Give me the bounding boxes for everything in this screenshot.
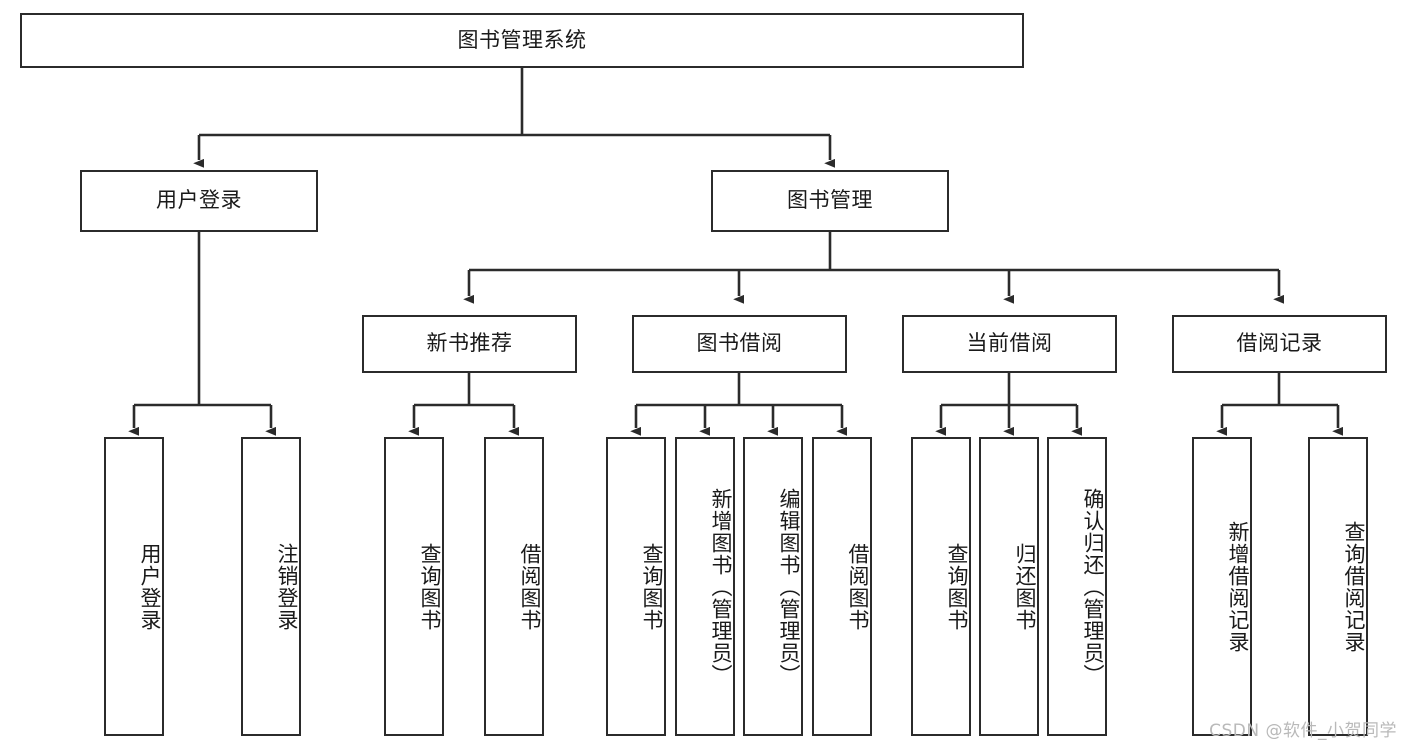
node-leaf-user-login-label: 用户登录 — [138, 542, 162, 631]
node-leaf-confirm-return-admin[interactable]: 确认归还（管理员） — [1047, 437, 1107, 736]
node-leaf-query-book-2[interactable]: 查询图书 — [606, 437, 666, 736]
node-book-management-label: 图书管理 — [787, 188, 873, 213]
node-current-borrow-label: 当前借阅 — [966, 331, 1053, 356]
node-current-borrow[interactable]: 当前借阅 — [902, 315, 1117, 373]
node-borrow-record[interactable]: 借阅记录 — [1172, 315, 1387, 373]
node-borrow-record-label: 借阅记录 — [1236, 331, 1323, 356]
node-new-book-recommend[interactable]: 新书推荐 — [362, 315, 577, 373]
node-leaf-query-book-1[interactable]: 查询图书 — [384, 437, 444, 736]
node-root-label: 图书管理系统 — [457, 27, 587, 52]
node-leaf-add-book-admin-label: 新增图书（管理员） — [709, 487, 733, 686]
node-leaf-add-borrow-record[interactable]: 新增借阅记录 — [1192, 437, 1252, 736]
node-leaf-borrow-book-1-label: 借阅图书 — [518, 542, 542, 631]
node-leaf-query-book-3-label: 查询图书 — [945, 542, 969, 631]
node-leaf-query-book-3[interactable]: 查询图书 — [911, 437, 971, 736]
node-leaf-return-book[interactable]: 归还图书 — [979, 437, 1039, 736]
node-leaf-borrow-book-1[interactable]: 借阅图书 — [484, 437, 544, 736]
node-new-book-recommend-label: 新书推荐 — [426, 331, 513, 356]
node-leaf-borrow-book-2[interactable]: 借阅图书 — [812, 437, 872, 736]
node-leaf-add-borrow-record-label: 新增借阅记录 — [1226, 520, 1250, 653]
node-leaf-user-login[interactable]: 用户登录 — [104, 437, 164, 736]
node-leaf-add-book-admin[interactable]: 新增图书（管理员） — [675, 437, 735, 736]
node-user-login-label: 用户登录 — [156, 188, 242, 213]
node-book-borrow[interactable]: 图书借阅 — [632, 315, 847, 373]
node-leaf-return-book-label: 归还图书 — [1013, 542, 1037, 631]
node-leaf-borrow-book-2-label: 借阅图书 — [846, 542, 870, 631]
node-book-borrow-label: 图书借阅 — [696, 331, 783, 356]
node-leaf-query-book-1-label: 查询图书 — [418, 542, 442, 631]
watermark: CSDN @软件_小贺同学 — [1209, 721, 1397, 741]
node-leaf-confirm-return-admin-label: 确认归还（管理员） — [1081, 487, 1105, 686]
node-leaf-logout[interactable]: 注销登录 — [241, 437, 301, 736]
node-leaf-edit-book-admin[interactable]: 编辑图书（管理员） — [743, 437, 803, 736]
node-book-management[interactable]: 图书管理 — [711, 170, 949, 232]
node-leaf-query-borrow-record[interactable]: 查询借阅记录 — [1308, 437, 1368, 736]
node-root[interactable]: 图书管理系统 — [20, 13, 1024, 68]
node-leaf-edit-book-admin-label: 编辑图书（管理员） — [777, 487, 801, 686]
node-user-login[interactable]: 用户登录 — [80, 170, 318, 232]
node-leaf-query-borrow-record-label: 查询借阅记录 — [1342, 520, 1366, 653]
node-leaf-query-book-2-label: 查询图书 — [640, 542, 664, 631]
node-leaf-logout-label: 注销登录 — [275, 542, 299, 631]
